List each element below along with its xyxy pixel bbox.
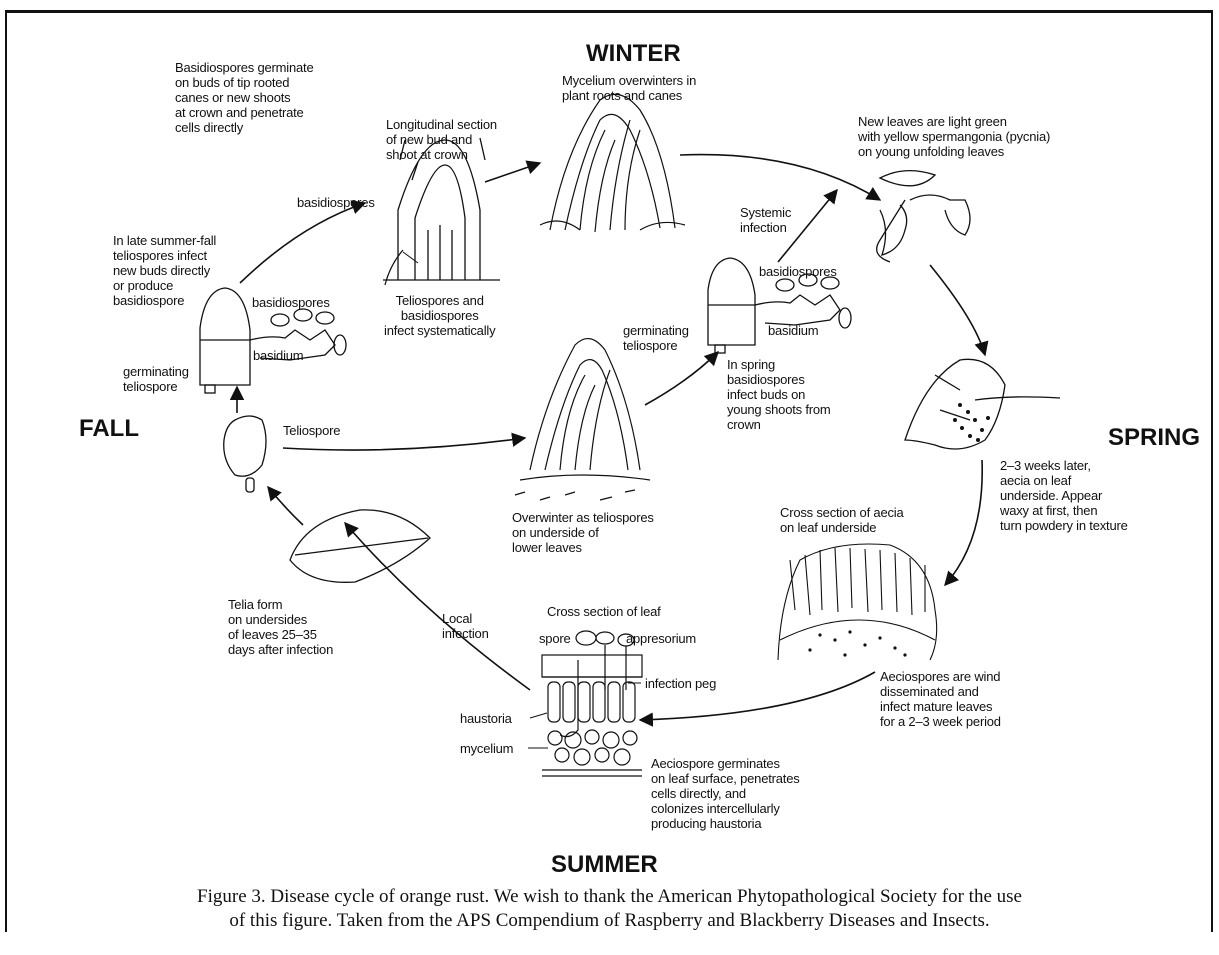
label-germinating-left: germinating teliospore — [123, 364, 189, 394]
label-haustoria: haustoria — [460, 711, 512, 726]
figure-caption-line-1: Figure 3. Disease cycle of orange rust. … — [0, 885, 1219, 909]
season-summer: SUMMER — [551, 851, 658, 879]
season-winter: WINTER — [586, 40, 681, 68]
label-longitudinal: Longitudinal section of new bud and shoo… — [386, 117, 497, 162]
label-basidiospores-top: basidiospores — [297, 195, 375, 210]
arrow-spring-leaves-down — [930, 265, 985, 355]
winter-crown-illustration — [540, 94, 685, 232]
label-mycelium-overwinters: Mycelium overwinters in plant roots and … — [562, 73, 696, 103]
arrow-spring-to-aecia — [945, 460, 982, 585]
label-mycelium: mycelium — [460, 741, 513, 756]
aecia-section-stipple — [808, 630, 906, 656]
label-cross-leaf: Cross section of leaf — [547, 604, 661, 619]
label-local-infection: Local infection — [442, 611, 489, 641]
season-spring: SPRING — [1108, 424, 1200, 452]
label-teliospores-infect: Teliospores and basidiospores infect sys… — [384, 293, 495, 338]
teliospore-illustration — [224, 416, 266, 492]
aecia-dots — [953, 403, 990, 442]
telia-leaf-illustration — [290, 510, 430, 582]
arrow-telia-to-teliospore — [268, 487, 303, 525]
label-overwinter-teliospores: Overwinter as teliospores on underside o… — [512, 510, 654, 555]
label-telia-form: Telia form on undersides of leaves 25–35… — [228, 597, 333, 657]
overwinter-crown-illustration — [515, 339, 650, 500]
figure-caption-line-2: of this figure. Taken from the APS Compe… — [0, 909, 1219, 933]
label-teliospore: Teliospore — [283, 423, 340, 438]
label-basidium-left: basidium — [253, 348, 303, 363]
label-systemic: Systemic infection — [740, 205, 791, 235]
arrow-winter-to-germinating — [645, 352, 718, 405]
label-germinating-right: germinating teliospore — [623, 323, 689, 353]
label-spore: spore — [539, 631, 571, 646]
label-aeciospores-wind: Aeciospores are wind disseminated and in… — [880, 669, 1001, 729]
aecia-leaf-illustration — [905, 359, 1060, 449]
young-leaves-illustration — [877, 171, 970, 262]
arrow-bud-to-winter — [485, 163, 540, 182]
label-cross-aecia: Cross section of aecia on leaf underside — [780, 505, 904, 535]
arrow-winter-to-spring — [680, 155, 880, 200]
label-new-leaves: New leaves are light green with yellow s… — [858, 114, 1050, 159]
arrow-teliospore-to-winter — [283, 438, 525, 450]
label-in-spring: In spring basidiospores infect buds on y… — [727, 357, 831, 432]
label-infection-peg: infection peg — [645, 676, 716, 691]
label-basidiospores-left: basidiospores — [252, 295, 330, 310]
aecia-section-illustration — [778, 544, 937, 660]
label-weeks-later: 2–3 weeks later, aecia on leaf underside… — [1000, 458, 1128, 533]
label-basidiospores-right: basidiospores — [759, 264, 837, 279]
label-late-summer: In late summer-fall teliospores infect n… — [113, 233, 216, 308]
label-basidio-germinate: Basidiospores germinate on buds of tip r… — [175, 60, 313, 135]
label-appresorium: appresorium — [626, 631, 696, 646]
leaf-cross-section-illustration — [542, 631, 642, 776]
label-aeciospore-germinates: Aeciospore germinates on leaf surface, p… — [651, 756, 800, 831]
cycle-arrows — [237, 155, 985, 720]
label-basidium-right: basidium — [768, 323, 818, 338]
season-fall: FALL — [79, 415, 139, 443]
arrow-fall-to-bud — [240, 203, 365, 283]
arrow-summer-to-telia — [345, 523, 530, 690]
